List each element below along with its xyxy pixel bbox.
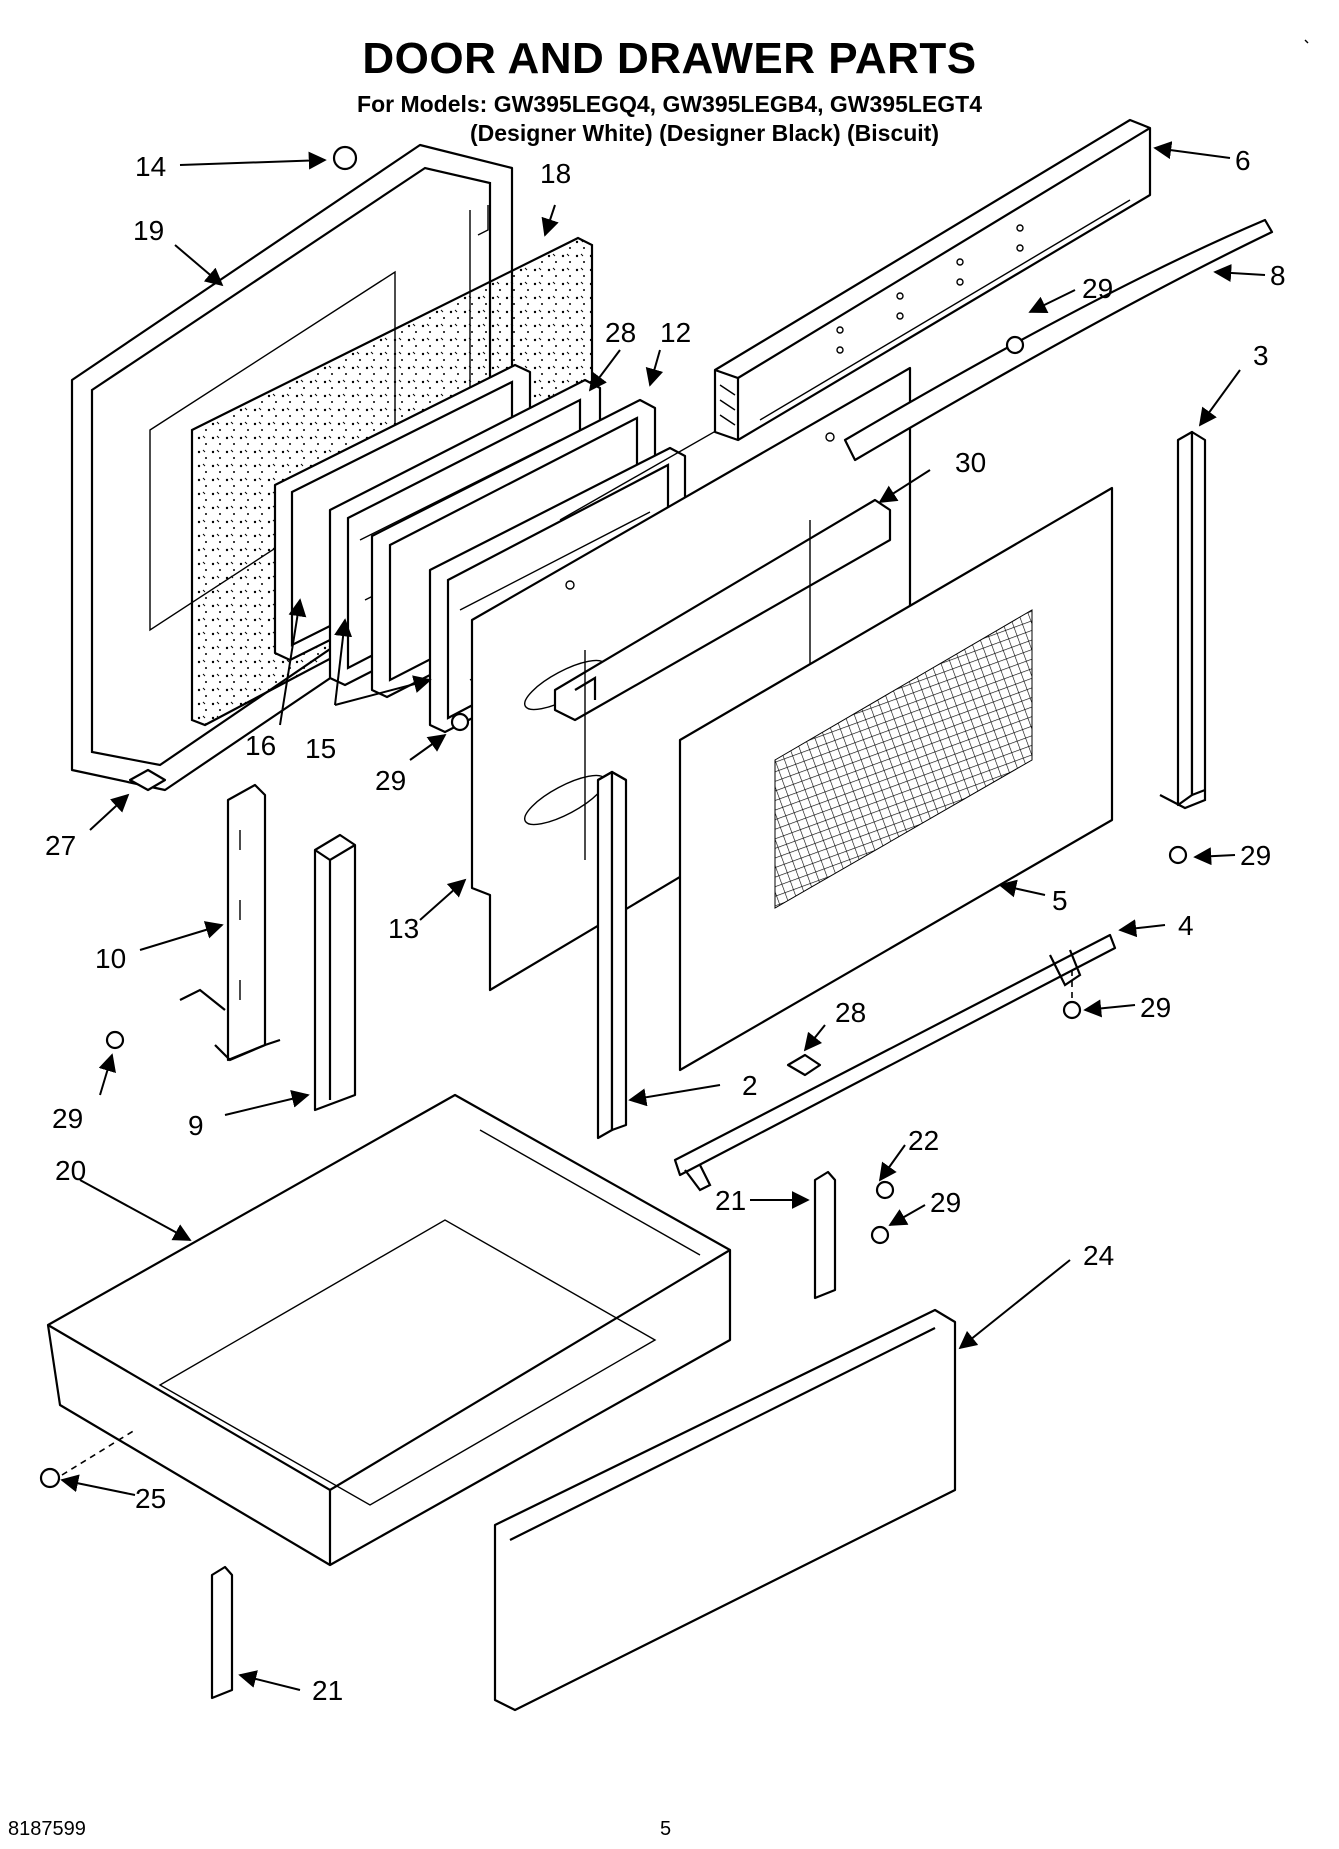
right-side-trim (1159, 430, 1207, 810)
callout-14: 14 (135, 151, 166, 182)
colors-line: (Designer White) (Designer Black) (Biscu… (469, 120, 940, 146)
callout-13: 13 (388, 913, 419, 944)
outer-door-glass (678, 486, 1114, 1072)
models-line: For Models: GW395LEGQ4, GW395LEGB4, GW39… (357, 91, 982, 117)
callout-9: 9 (188, 1110, 204, 1141)
callout-27: 27 (45, 830, 76, 861)
callout-8: 8 (1270, 260, 1286, 291)
drawer-front-panel (493, 1308, 957, 1712)
callout-29-slide: 29 (930, 1187, 961, 1218)
spacer-block (313, 833, 357, 1112)
callout-28-top: 28 (605, 317, 636, 348)
control-panel-trim (713, 118, 1152, 442)
callout-29-lower-right: 29 (1140, 992, 1171, 1023)
page-number: 5 (660, 1818, 672, 1840)
callout-15: 15 (305, 733, 336, 764)
callout-2: 2 (742, 1070, 758, 1101)
callout-21-upper: 21 (715, 1185, 746, 1216)
callout-16: 16 (245, 730, 276, 761)
callout-5: 5 (1052, 885, 1068, 916)
callout-30: 30 (955, 447, 986, 478)
callout-labels: 14 18 19 6 8 29 28 12 3 30 16 15 29 27 2… (45, 145, 1286, 1706)
left-side-trim (596, 770, 628, 1140)
callout-10: 10 (95, 943, 126, 974)
callout-4: 4 (1178, 910, 1194, 941)
inner-door-panel (470, 359, 912, 992)
callout-20: 20 (55, 1155, 86, 1186)
callout-18: 18 (540, 158, 571, 189)
drawer-slide-lower (210, 1565, 234, 1700)
document-number: 8187599 (8, 1818, 86, 1840)
callout-6: 6 (1235, 145, 1251, 176)
drawer-box (46, 1093, 732, 1567)
callout-29-top: 29 (1082, 273, 1113, 304)
callout-29-mid: 29 (375, 765, 406, 796)
callout-3: 3 (1253, 340, 1269, 371)
callout-29-left: 29 (52, 1103, 83, 1134)
callout-19: 19 (133, 215, 164, 246)
drawer-slide-upper (813, 1170, 837, 1300)
left-bracket (179, 783, 281, 1062)
door-handle (843, 218, 1274, 462)
callout-22: 22 (908, 1125, 939, 1156)
callout-29-right: 29 (1240, 840, 1271, 871)
bottom-bracket (673, 933, 1117, 1192)
callout-25: 25 (135, 1483, 166, 1514)
callout-28-lower: 28 (835, 997, 866, 1028)
page-title: DOOR AND DRAWER PARTS (362, 34, 977, 83)
leader-lines (60, 141, 1266, 1691)
screw-icons (39, 145, 1188, 1489)
callout-12: 12 (660, 317, 691, 348)
callout-24: 24 (1083, 1240, 1114, 1271)
callout-21-lower: 21 (312, 1675, 343, 1706)
